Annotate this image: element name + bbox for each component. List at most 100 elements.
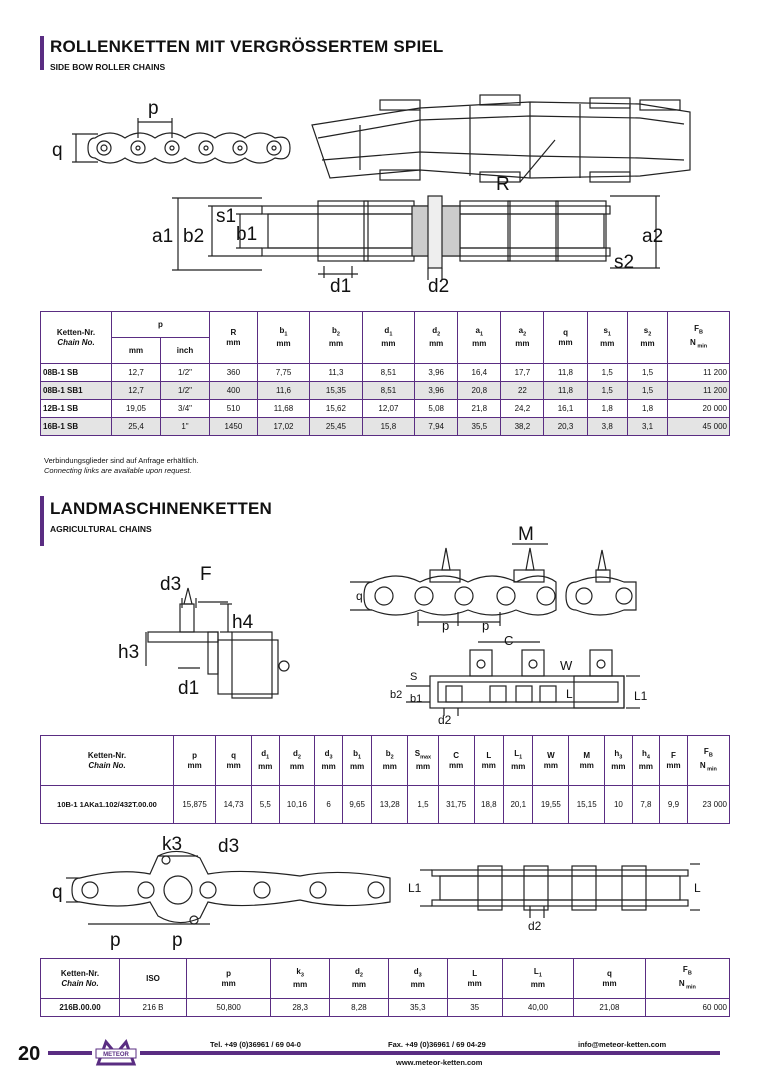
table-cell: 35,5 [457,417,502,436]
logo-text: METEOR [103,1052,129,1058]
table-cell: 9,65 [341,785,373,824]
col-p-mm: mm [111,337,161,364]
table-cell: 10B-1 1AKa1.102/432T.00.00 [40,785,174,824]
footer-tel: Tel. +49 (0)36961 / 69 04-0 [210,1040,301,1049]
table-cell: 60 000 [644,998,731,1017]
table-cell: 23 000 [686,785,731,824]
label-b1: b1 [236,224,257,245]
label-Lb: L [694,881,701,895]
table-cell: 3,1 [626,417,669,436]
table-cell: 08B-1 SB1 [40,381,112,400]
side-bow-chain-view [311,94,691,183]
table-cell: 1450 [209,417,258,436]
label-p4: p [172,930,183,951]
table-cell: 31,75 [437,785,475,824]
footer-rule [140,1051,720,1055]
agricultural-chain-end-view [565,549,637,616]
label-s1: s1 [216,206,236,227]
label-p2: p [482,618,489,633]
label-h3: h3 [118,642,139,663]
col-p: p [111,311,210,338]
table-cell: 216 B [119,998,187,1017]
table-cell: 20,3 [543,417,588,436]
label-R: R [496,174,510,195]
label-q: q [52,140,63,161]
label-a1: a1 [152,226,173,247]
label-L1: L1 [634,689,648,703]
table-cell: 16B-1 SB [40,417,112,436]
label-p: p [148,98,159,119]
footer-web[interactable]: www.meteor-ketten.com [396,1058,483,1067]
table-cell: 40,00 [501,998,575,1017]
chain-216b-top [420,863,700,918]
table-cell: 13,28 [371,785,409,824]
agricultural-chain-side [350,543,557,626]
table-cell: 21,8 [457,399,502,418]
table-cell: 15,15 [568,785,606,824]
table-cell: 20,8 [457,381,502,400]
chain-top-view [172,195,660,280]
small-chain-side-view [72,118,291,164]
table-cell: 1" [160,417,210,436]
chain-216b-side [66,850,391,925]
label-k3: k3 [162,834,182,855]
table-cell: 12,07 [361,399,416,418]
table-cell: 28,3 [270,998,331,1017]
label-a2: a2 [642,226,663,247]
table-cell: 50,800 [185,998,272,1017]
table-cell: 15,8 [361,417,416,436]
label-q2: q [52,882,63,903]
label-b2: b2 [390,689,402,701]
label-L1b: L1 [408,881,422,895]
label-W: W [560,658,573,673]
label-d2: d2 [428,276,449,297]
table-cell: 15,875 [172,785,217,824]
label-L: L [566,687,573,701]
label-d2: d2 [438,713,452,727]
table-cell: 10 [604,785,633,824]
label-p: p [442,618,449,633]
col-chain-no: Ketten-Nr.Chain No. [40,311,112,364]
label-p3: p [110,930,121,951]
table-cell: 10,16 [278,785,316,824]
footer-email[interactable]: info@meteor-ketten.com [578,1040,667,1049]
table-cell: 38,2 [500,417,545,436]
table-cell: 35 [446,998,503,1017]
table-cell: 19,55 [532,785,570,824]
table-cell: 7,8 [631,785,661,824]
table-cell: 18,8 [473,785,505,824]
table-cell: 45 000 [667,417,730,436]
table-cell: 1,5 [407,785,439,824]
label-F: F [200,564,212,585]
label-s2: s2 [614,252,634,273]
section-title: ROLLENKETTEN MIT VERGRÖSSERTEM SPIEL [50,37,444,56]
section-subtitle: AGRICULTURAL CHAINS [50,524,152,534]
col-iso: ISO [119,958,187,999]
table-cell: 7,94 [414,417,459,436]
